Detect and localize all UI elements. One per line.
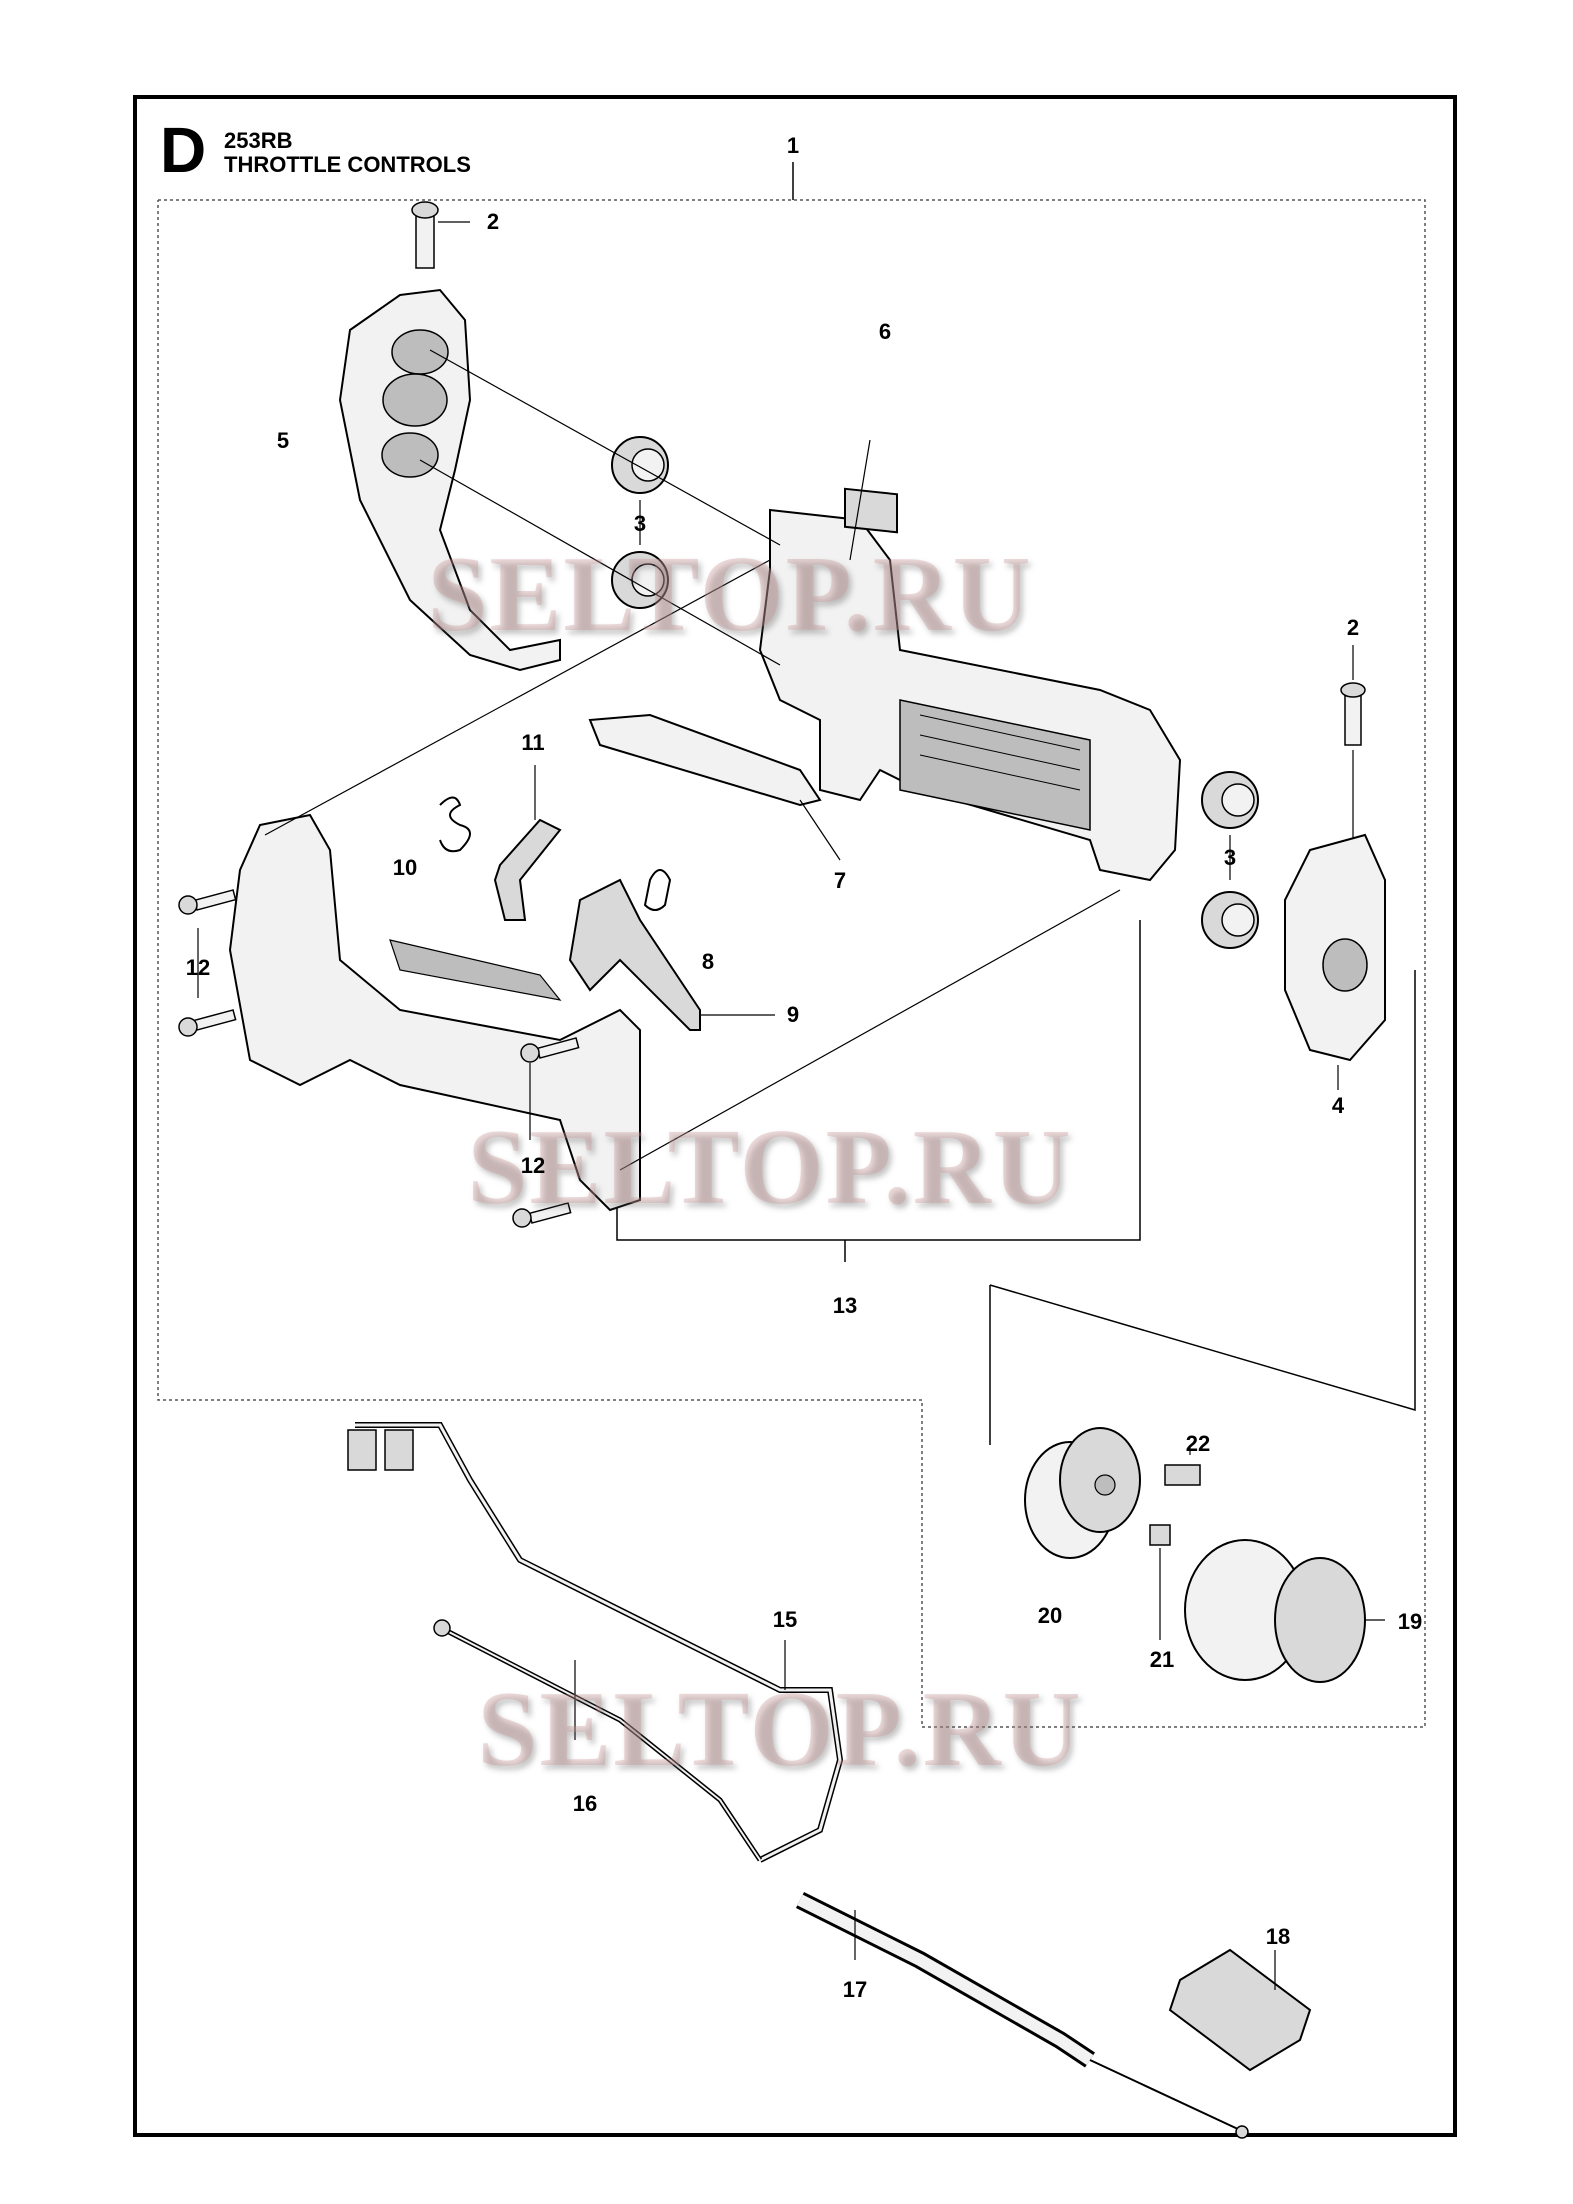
- screw-21: [1149, 1524, 1171, 1546]
- callout-2-right: 2: [1346, 615, 1360, 640]
- lever-11: [493, 818, 562, 921]
- diagram-title: THROTTLE CONTROLS: [224, 152, 471, 177]
- callout-3-right: 3: [1223, 845, 1237, 870]
- callout-4: 4: [1331, 1093, 1345, 1118]
- callout-12-left: 12: [185, 955, 211, 980]
- section-letter: D: [160, 114, 207, 186]
- callout-22: 22: [1185, 1431, 1211, 1456]
- throttle-grip-bracket: [989, 970, 1416, 1412]
- callout-21: 21: [1149, 1647, 1175, 1672]
- handle-half-lower: [228, 813, 641, 1212]
- screw-2-right: [1344, 689, 1362, 746]
- screw-12-d: [512, 1202, 572, 1228]
- callout-7: 7: [833, 868, 847, 893]
- watermark-middle: SELTOP.RU: [467, 1108, 1073, 1227]
- watermark-upper: SELTOP.RU: [427, 535, 1033, 654]
- callout-13: 13: [832, 1293, 858, 1318]
- callout-6: 6: [878, 319, 892, 344]
- leader-13: [616, 920, 1141, 1241]
- screw-22: [1164, 1464, 1201, 1486]
- callout-18: 18: [1265, 1924, 1291, 1949]
- callout-3-left: 3: [633, 511, 647, 536]
- spring-10: [439, 796, 471, 853]
- screw-12-b: [178, 1009, 237, 1037]
- screw-12-c: [520, 1037, 580, 1063]
- screw-12-a: [178, 889, 237, 915]
- callout-15: 15: [772, 1607, 798, 1632]
- callout-1: 1: [786, 133, 800, 158]
- throttle-lockout: [588, 713, 822, 807]
- spring-8: [643, 869, 672, 911]
- callout-9: 9: [786, 1002, 800, 1027]
- wire-harness-15: [355, 1422, 844, 1863]
- callout-11: 11: [521, 730, 545, 755]
- callout-8: 8: [701, 949, 715, 974]
- throttle-trigger: [568, 878, 701, 1031]
- callout-19: 19: [1397, 1609, 1423, 1634]
- callout-20: 20: [1037, 1603, 1063, 1628]
- watermark-lower: SELTOP.RU: [477, 1670, 1083, 1789]
- callout-2-top: 2: [486, 209, 500, 234]
- page-frame: [133, 95, 1457, 2137]
- callout-5: 5: [276, 428, 290, 453]
- model-number: 253RB: [224, 128, 293, 153]
- callout-10: 10: [392, 855, 418, 880]
- callout-16: 16: [572, 1791, 598, 1816]
- cable-clip-18: [1168, 1948, 1312, 2072]
- callout-12-lower: 12: [520, 1153, 546, 1178]
- stop-switch: [844, 487, 898, 534]
- callout-17: 17: [842, 1977, 868, 2002]
- assembly-1-boundary: [157, 199, 1426, 1728]
